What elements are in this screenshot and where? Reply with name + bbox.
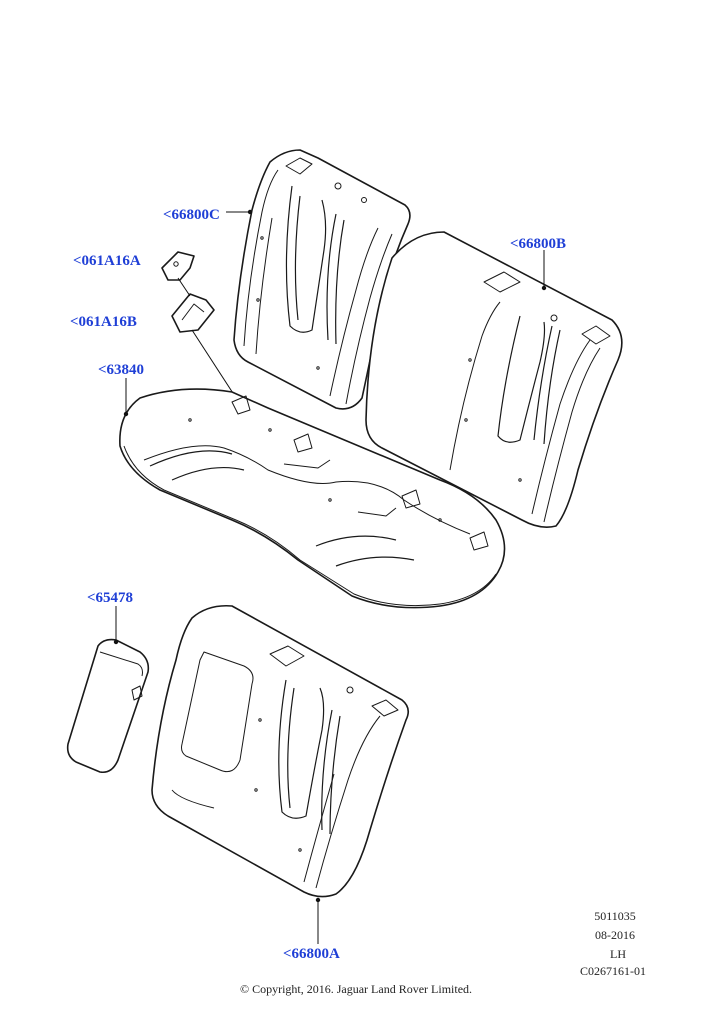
backrest-66800a — [151, 604, 410, 898]
reference-date: 08-2016 — [595, 928, 635, 942]
callout-66800b[interactable]: <66800B — [510, 236, 566, 252]
seat-cushion-63840 — [119, 388, 506, 609]
callout-061a16a[interactable]: <061A16A — [73, 253, 141, 269]
armrest-65478 — [66, 638, 150, 774]
callout-63840[interactable]: <63840 — [98, 362, 144, 378]
bracket-061a16b — [171, 277, 241, 405]
reference-number: 5011035 — [594, 909, 636, 923]
reference-code: C0267161-01 — [580, 964, 646, 978]
callout-66800a[interactable]: <66800A — [283, 946, 340, 962]
callout-66800c[interactable]: <66800C — [163, 207, 220, 223]
callout-65478[interactable]: <65478 — [87, 590, 133, 606]
callout-061a16b[interactable]: <061A16B — [70, 314, 137, 330]
bracket-061a16a — [161, 251, 195, 281]
reference-side: LH — [610, 947, 626, 961]
backrest-66800c — [233, 149, 411, 410]
leader-lines — [113, 209, 547, 944]
backrest-66800b — [365, 231, 623, 528]
copyright-notice: © Copyright, 2016. Jaguar Land Rover Lim… — [240, 982, 472, 996]
